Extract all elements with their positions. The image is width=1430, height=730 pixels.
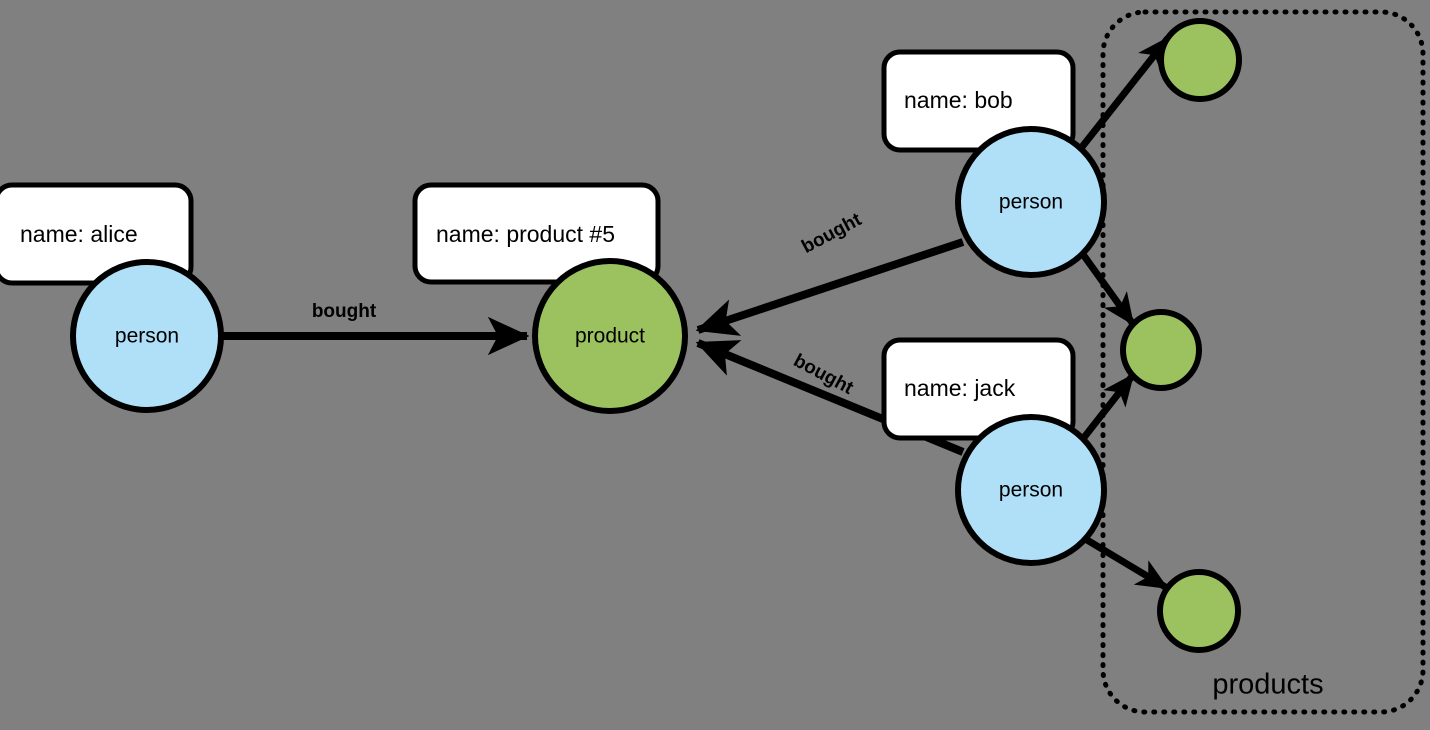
node-alice[interactable]: person — [70, 259, 224, 413]
edge-jack-to-product-mid — [1079, 372, 1136, 443]
callout-bob-text: name: bob — [904, 87, 1013, 113]
edge-bob-bought-product — [695, 238, 965, 336]
node-bob-label: person — [999, 191, 1063, 214]
edge-bob-to-product-top — [1075, 35, 1171, 155]
callout-box — [412, 182, 661, 285]
node-product-mid-circle[interactable] — [1120, 309, 1202, 391]
products-group-label: products — [1212, 669, 1323, 701]
node-bob[interactable]: person — [955, 126, 1107, 278]
edge-label-alice-bought: bought — [312, 301, 377, 322]
node-product-main-label: product — [575, 325, 645, 348]
node-product-main-circle[interactable] — [532, 258, 688, 414]
callout-alice-text: name: alice — [20, 221, 138, 247]
node-product-bottom-circle[interactable] — [1157, 569, 1241, 653]
node-jack[interactable]: person — [955, 414, 1107, 566]
callout-product-text: name: product #5 — [436, 221, 615, 247]
callout-product: name: product #5 — [412, 182, 661, 285]
callout-jack-text: name: jack — [904, 375, 1016, 401]
node-product-main[interactable]: product — [532, 258, 688, 414]
node-jack-label: person — [999, 479, 1063, 502]
edge-label-bob-bought: bought — [798, 209, 865, 258]
node-jack-circle[interactable] — [955, 414, 1107, 566]
node-alice-circle[interactable] — [70, 259, 224, 413]
node-product-top-circle[interactable] — [1158, 18, 1242, 102]
edge-bob-to-product-mid — [1079, 250, 1136, 327]
products-group-box — [1100, 9, 1426, 715]
node-alice-label: person — [115, 325, 179, 348]
node-bob-circle[interactable] — [955, 126, 1107, 278]
edge-jack-to-product-bottom — [1080, 533, 1169, 592]
callout-jack: name: jack — [881, 337, 1076, 441]
